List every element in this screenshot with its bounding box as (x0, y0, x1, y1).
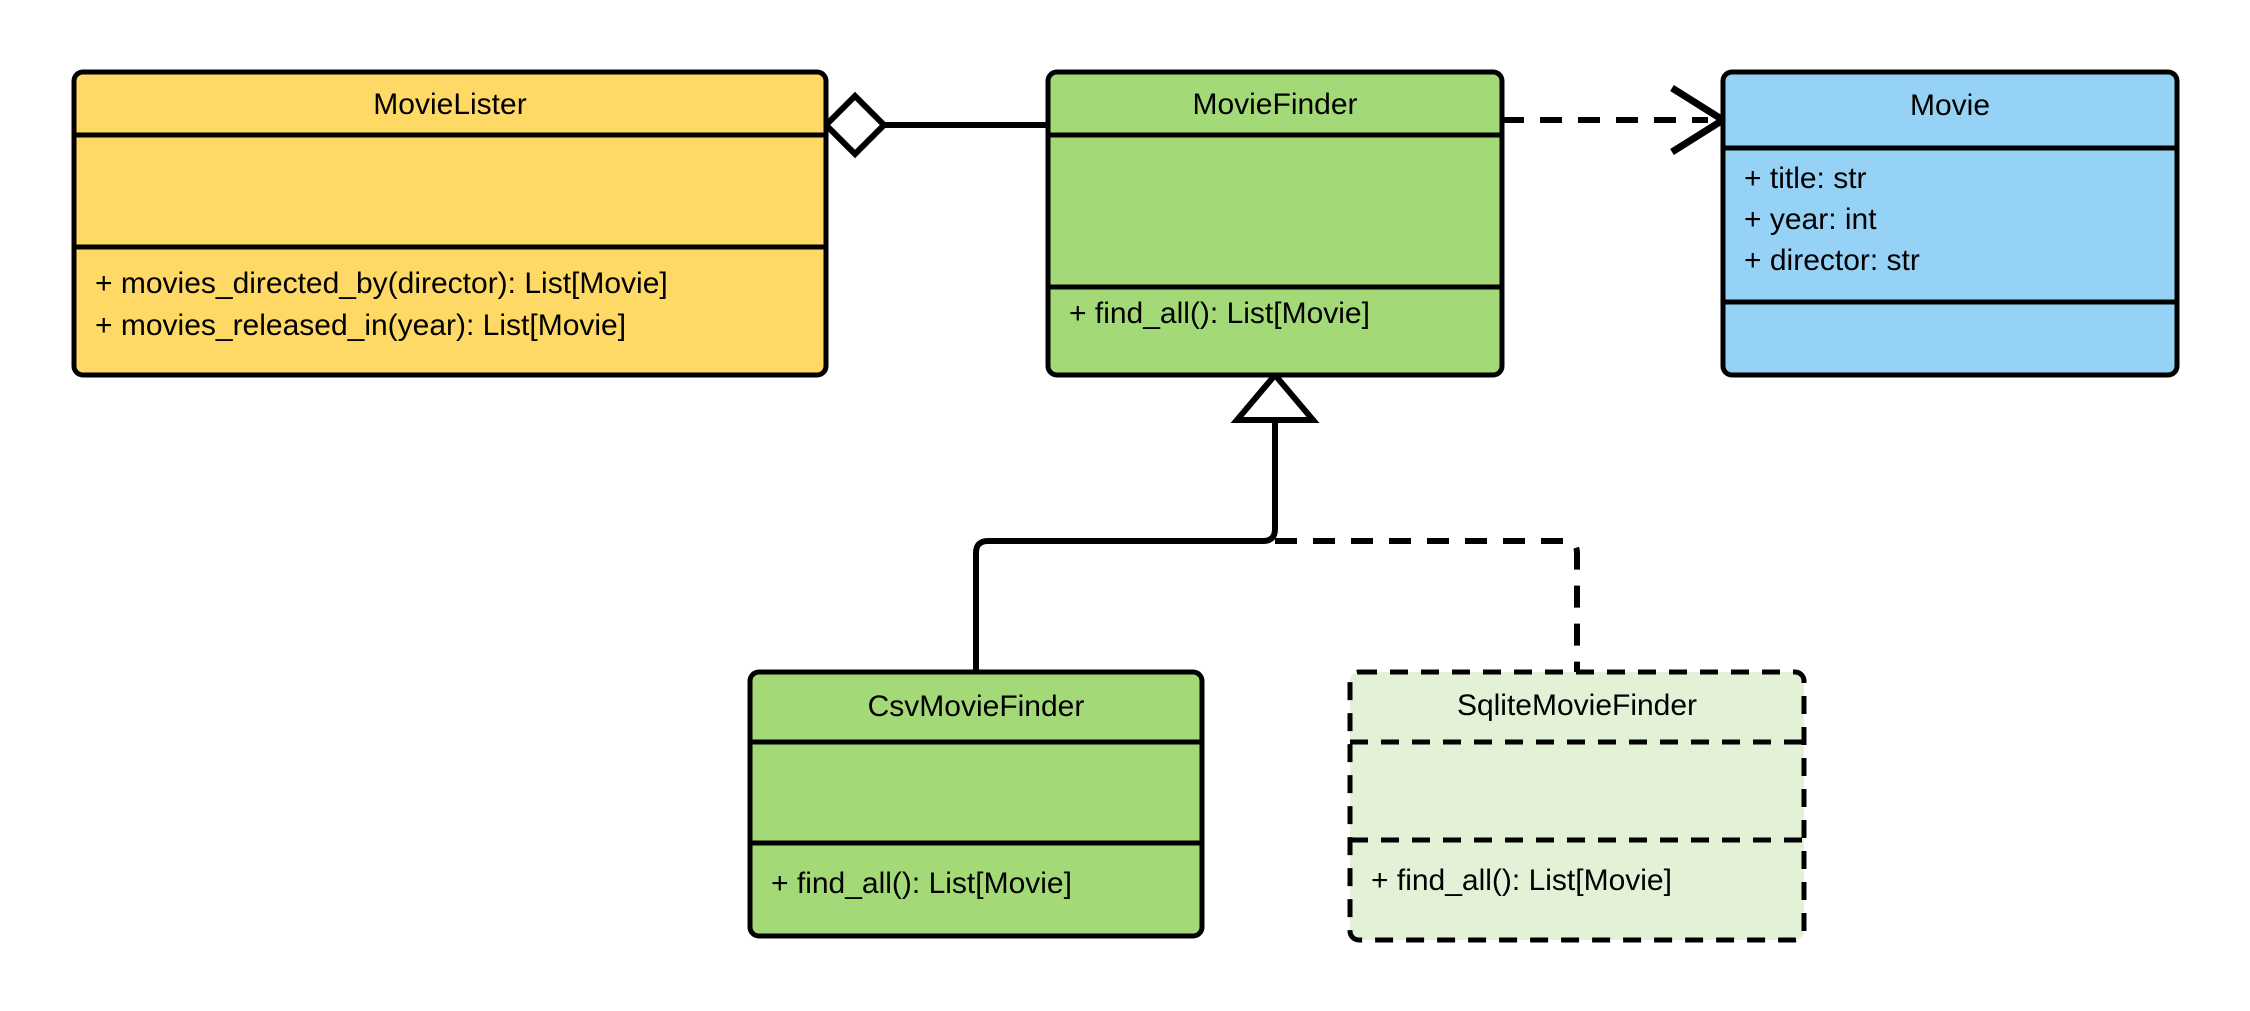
sqlite-movie-finder-frame (1347, 669, 1807, 943)
class-box-movie-finder[interactable]: MovieFinder + find_all(): List[Movie] (1045, 69, 1505, 378)
movie-finder-title: MovieFinder (1192, 88, 1357, 121)
csv-movie-finder-method-0: + find_all(): List[Movie] (771, 867, 1072, 900)
movie-lister-method-0: + movies_directed_by(director): List[Mov… (95, 267, 668, 300)
movie-title: Movie (1910, 89, 1990, 122)
inheritance-line (973, 420, 1278, 672)
hollow-diamond-icon (821, 91, 889, 159)
class-box-movie-lister[interactable]: MovieLister + movies_directed_by(directo… (71, 69, 829, 378)
movie-attribute-1: + year: int (1744, 203, 1877, 236)
movie-finder-method-0: + find_all(): List[Movie] (1069, 297, 1370, 330)
class-box-sqlite-movie-finder[interactable]: SqliteMovieFinder + find_all(): List[Mov… (1347, 669, 1807, 943)
relationship-aggregation-lister-finder[interactable] (821, 91, 1048, 159)
class-box-movie[interactable]: Movie + title: str + year: int + directo… (1720, 69, 2180, 378)
relationship-inheritance-csv-finder[interactable] (973, 420, 1278, 672)
movie-lister-frame (71, 69, 829, 378)
csv-movie-finder-title: CsvMovieFinder (868, 690, 1085, 723)
movie-finder-frame (1045, 69, 1505, 378)
realization-line (1275, 538, 1580, 672)
csv-movie-finder-frame (747, 669, 1205, 939)
relationship-realization-sqlite-finder[interactable] (1275, 538, 1580, 672)
movie-lister-method-1: + movies_released_in(year): List[Movie] (95, 309, 626, 342)
sqlite-movie-finder-method-0: + find_all(): List[Movie] (1371, 864, 1672, 897)
sqlite-movie-finder-title: SqliteMovieFinder (1457, 689, 1697, 722)
movie-attribute-0: + title: str (1744, 162, 1867, 195)
relationship-dependency-finder-movie[interactable] (1502, 85, 1730, 155)
class-box-csv-movie-finder[interactable]: CsvMovieFinder + find_all(): List[Movie] (747, 669, 1205, 939)
movie-attribute-2: + director: str (1744, 244, 1920, 277)
hollow-triangle-icon (1230, 370, 1320, 423)
movie-lister-title: MovieLister (373, 88, 526, 121)
